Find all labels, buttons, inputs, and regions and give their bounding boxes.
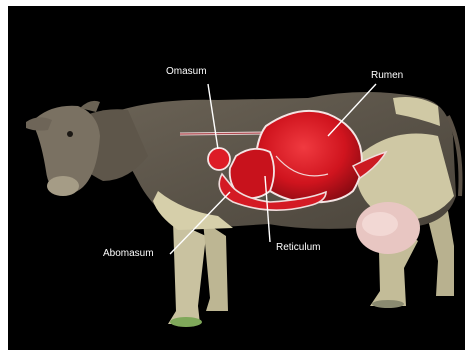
label-rumen: Rumen xyxy=(371,70,403,82)
omasum-organ xyxy=(208,148,230,170)
label-reticulum: Reticulum xyxy=(276,242,320,254)
cow-hoof xyxy=(170,317,202,327)
label-abomasum: Abomasum xyxy=(103,248,154,260)
cow-hind-leg-2 xyxy=(426,211,454,296)
cow-silhouette xyxy=(26,92,461,327)
cow-stomach-diagram xyxy=(8,6,465,350)
cow-front-leg-2 xyxy=(203,221,228,311)
cow-muzzle xyxy=(47,176,79,196)
diagram-stage: Omasum Rumen Abomasum Reticulum xyxy=(8,6,465,350)
label-omasum: Omasum xyxy=(166,66,207,78)
cow-udder-shade xyxy=(362,212,398,236)
cow-hoof-2 xyxy=(372,300,404,308)
cow-eye xyxy=(67,131,73,137)
cow-ear xyxy=(26,117,52,130)
